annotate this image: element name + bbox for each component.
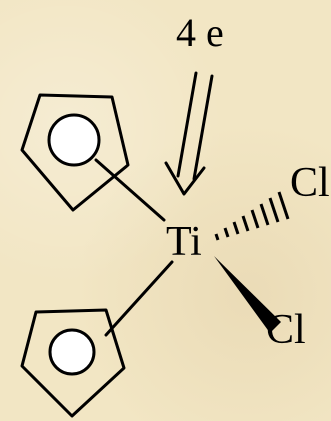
cyclopentadienyl-ring-icon — [20, 308, 126, 418]
ring-bond-bottom — [104, 260, 174, 337]
wedge-bond — [214, 256, 281, 333]
chlorine-label-hashed: Cl — [290, 160, 330, 206]
ring-bond-top — [94, 158, 166, 222]
chlorine-label-wedge: Cl — [266, 307, 306, 353]
cyclopentadienyl-ring-icon — [20, 93, 130, 212]
cyclopentadienyl-ring-top — [20, 93, 130, 212]
electron-count-label: 4 e — [176, 10, 224, 55]
double-arrow-icon — [164, 71, 214, 196]
aromatic-circle-icon — [48, 328, 96, 376]
aromatic-circle-icon — [47, 113, 101, 167]
cyclopentadienyl-ring-bottom — [20, 308, 126, 418]
hashed-bond — [214, 191, 290, 241]
titanium-label: Ti — [166, 219, 202, 265]
